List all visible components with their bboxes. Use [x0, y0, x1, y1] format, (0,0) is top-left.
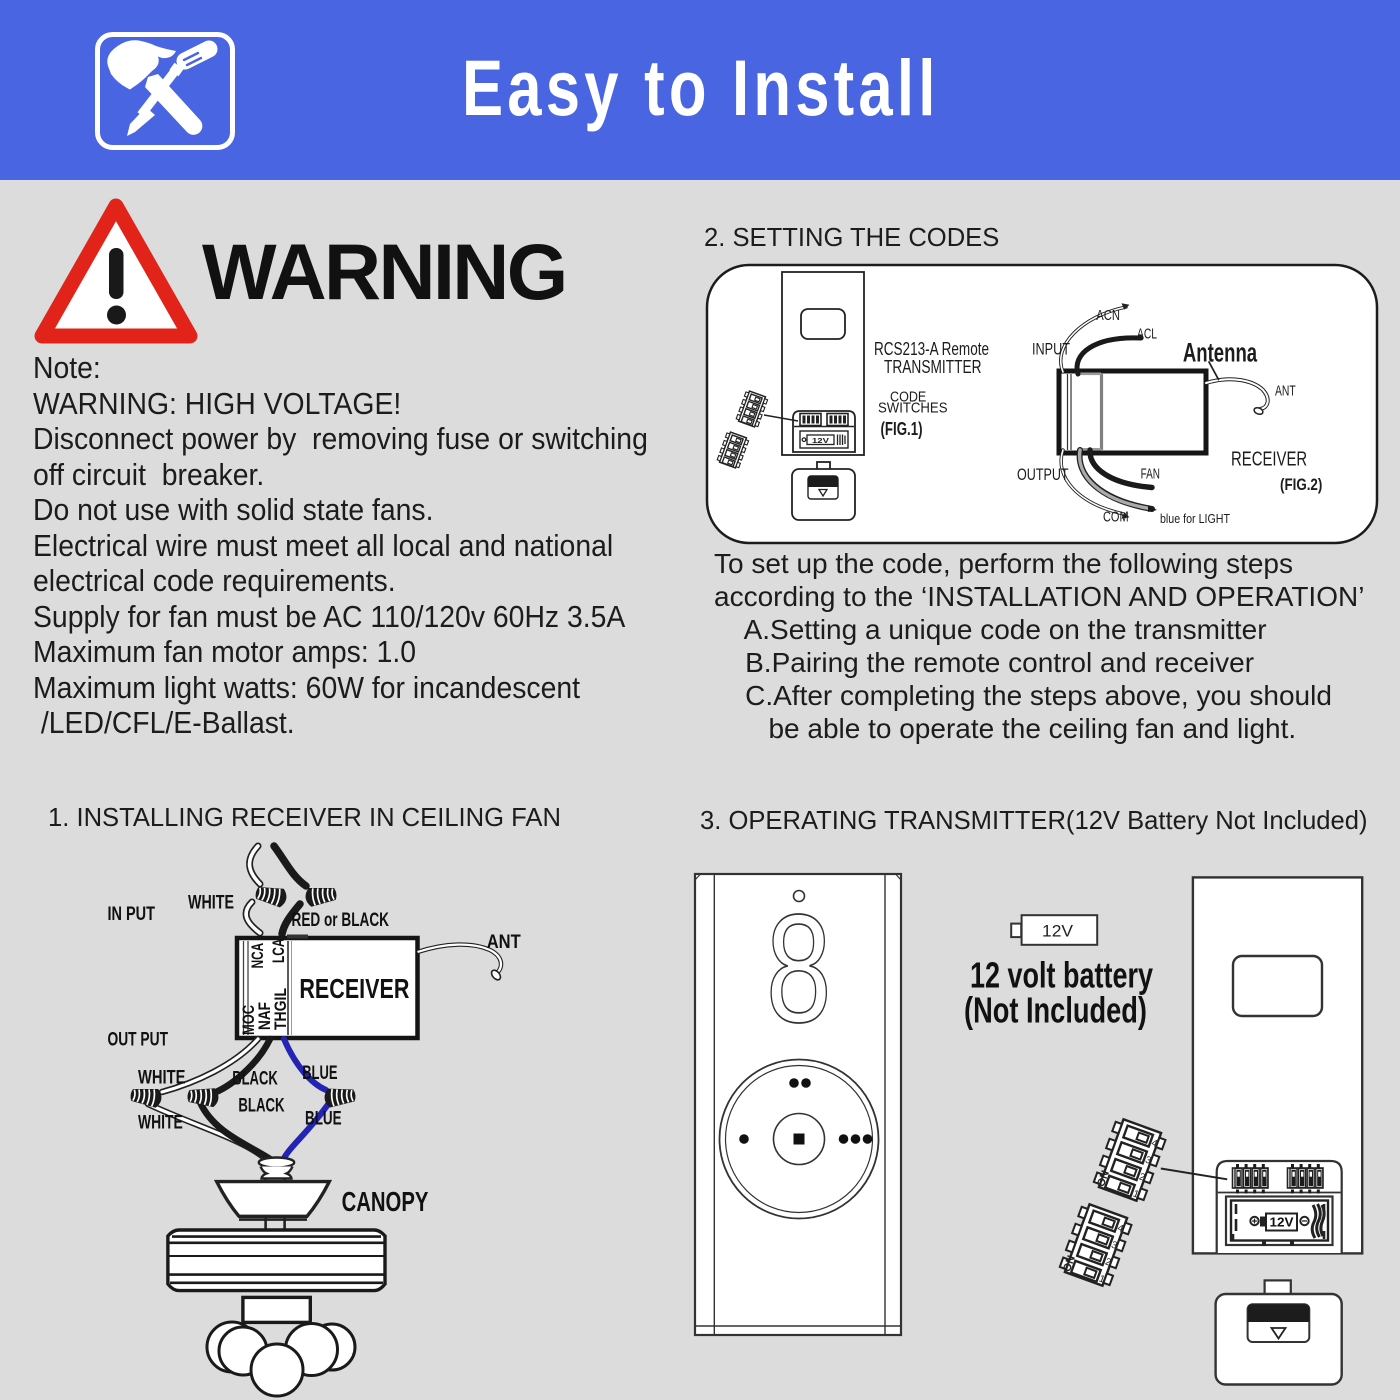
svg-text:blue for LIGHT: blue for LIGHT: [1160, 511, 1230, 526]
svg-text:OUTPUT: OUTPUT: [1017, 466, 1069, 484]
svg-text:2: 2: [1137, 1172, 1146, 1184]
svg-text:ANT: ANT: [487, 932, 521, 953]
svg-text:8: 8: [766, 883, 832, 1055]
svg-text:RECEIVER: RECEIVER: [299, 973, 409, 1004]
svg-text:NCA: NCA: [249, 943, 267, 969]
svg-text:ACL: ACL: [1137, 327, 1157, 343]
svg-text:CODE: CODE: [890, 389, 927, 405]
svg-text:INPUT: INPUT: [1032, 340, 1070, 358]
svg-text:Antenna: Antenna: [1183, 337, 1258, 367]
svg-text:ACN: ACN: [1096, 308, 1120, 324]
svg-text:SWITCHES: SWITCHES: [878, 401, 948, 417]
svg-text:BLACK: BLACK: [238, 1096, 284, 1117]
svg-text:OUT PUT: OUT PUT: [108, 1030, 169, 1051]
svg-text:IN PUT: IN PUT: [108, 904, 156, 925]
svg-text:FAN: FAN: [1141, 467, 1160, 483]
svg-text:4: 4: [1150, 1138, 1159, 1150]
svg-text:(FIG.1): (FIG.1): [881, 419, 923, 439]
svg-text:1: 1: [1131, 1188, 1140, 1200]
svg-text:12V: 12V: [812, 436, 829, 445]
svg-text:BLUE: BLUE: [302, 1063, 337, 1084]
svg-text:RCS213-A Remote: RCS213-A Remote: [874, 338, 989, 359]
svg-text:12V: 12V: [1042, 922, 1074, 941]
svg-text:BLACK: BLACK: [232, 1069, 278, 1090]
svg-text:MOC: MOC: [240, 1005, 258, 1035]
svg-text:THGIL: THGIL: [272, 988, 290, 1030]
svg-text:(FIG.2): (FIG.2): [1280, 475, 1322, 494]
svg-text:RECEIVER: RECEIVER: [1231, 449, 1307, 471]
svg-text:COM: COM: [1103, 509, 1129, 525]
svg-text:NAF: NAF: [256, 1002, 274, 1030]
svg-text:TRANSMITTER: TRANSMITTER: [884, 356, 982, 377]
svg-text:RED or BLACK: RED or BLACK: [292, 910, 390, 931]
svg-text:12V: 12V: [1270, 1216, 1295, 1230]
svg-text:ANT: ANT: [1275, 384, 1296, 400]
svg-text:(Not Included): (Not Included): [964, 990, 1147, 1031]
svg-text:WHITE: WHITE: [188, 893, 234, 914]
svg-text:3: 3: [1144, 1155, 1153, 1167]
svg-text:BLUE: BLUE: [305, 1109, 342, 1130]
svg-text:ON: ON: [1095, 1169, 1112, 1189]
svg-text:LCA: LCA: [270, 938, 288, 963]
svg-text:CANOPY: CANOPY: [342, 1186, 429, 1217]
svg-text:12 volt battery: 12 volt battery: [970, 955, 1153, 996]
svg-text:WHITE: WHITE: [138, 1113, 183, 1134]
svg-text:WHITE: WHITE: [138, 1068, 186, 1089]
